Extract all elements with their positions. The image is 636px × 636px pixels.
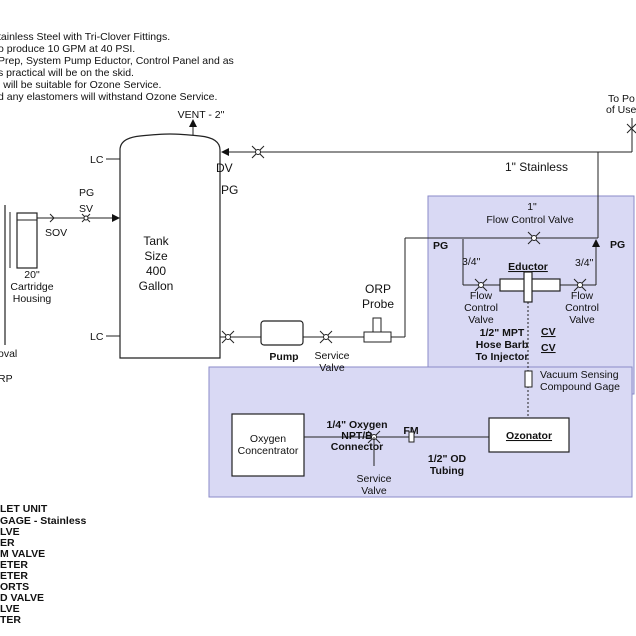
return-valve (626, 123, 636, 134)
fcv-top-label: Flow Control Valve (486, 214, 573, 226)
fm-label: FM (403, 425, 418, 437)
connector-label: NPT/B (341, 430, 373, 442)
orp-probe-body (363, 331, 392, 343)
vacuum-label: Compound Gage (540, 381, 620, 393)
tubing-label: 1/2" OD (428, 453, 467, 465)
fcv-right-valve (573, 278, 587, 292)
legend-item: ORTS (0, 581, 29, 593)
ozonator-label: Ozonator (506, 430, 552, 442)
cv1-label: CV (541, 326, 556, 338)
oxygen-concentrator (231, 413, 305, 477)
legend-item: ETER (0, 559, 28, 571)
fcv-left-valve (474, 278, 488, 292)
tank-label: 400 (146, 264, 166, 278)
tank-label: Tank (143, 234, 169, 248)
legend-item: GAGE - Stainless (0, 515, 87, 527)
service-valve-1-label: Valve (319, 362, 345, 374)
pg-eductor-left-label: PG (433, 240, 448, 252)
vacuum-label: Vacuum Sensing (540, 369, 619, 381)
orp-label: ORP (365, 282, 391, 296)
fcv-right-label: Valve (569, 314, 595, 326)
dv-label: DV (216, 161, 233, 175)
legend-item: ETER (0, 570, 28, 582)
service-valve-1 (319, 330, 333, 344)
service-valve-2-label: Service (356, 473, 391, 485)
rp-label: RP (0, 373, 13, 385)
fcv-top-label: 1" (527, 201, 537, 213)
pg-left-label: PG (79, 187, 94, 199)
note-line: Prep, System Pump Eductor, Control Panel… (0, 55, 234, 67)
sov-valve (49, 213, 55, 223)
service-valve-1-label: Service (314, 350, 349, 362)
mpt-label: Hose Barb (476, 339, 529, 351)
tank (119, 133, 221, 359)
fcv-left-label: Valve (468, 314, 494, 326)
mpt-label: To Injector (476, 351, 529, 363)
tank-label: Gallon (139, 279, 174, 293)
legend-item: LVE (0, 603, 20, 615)
legend-item: LET UNIT (0, 503, 48, 515)
vent-label: VENT - 2" (178, 109, 225, 121)
tank-outlet-valve (221, 330, 235, 344)
vacuum-gage (524, 370, 533, 388)
fcv-top-valve (527, 231, 541, 245)
oxygen-label: Concentrator (238, 445, 299, 457)
lc-top-label: LC (90, 154, 104, 166)
dv-valve (251, 145, 265, 159)
three-quarter-left-label: 3/4" (462, 256, 481, 268)
fcv-left-label: Flow (470, 290, 493, 302)
three-quarter-right-label: 3/4" (575, 257, 594, 269)
stainless-line-label: 1" Stainless (505, 160, 568, 174)
cartridge-housing (16, 212, 38, 269)
sv-valve (81, 213, 91, 223)
note-line: l will be suitable for Ozone Service. (0, 79, 161, 91)
legend-item: D VALVE (0, 592, 44, 604)
orp-label: Probe (362, 297, 394, 311)
note-line: o produce 10 GPM at 40 PSI. (0, 43, 135, 55)
pump (260, 320, 304, 346)
legend-item: ER (0, 537, 15, 549)
lc-bottom-label: LC (90, 331, 104, 343)
note-line: tainless Steel with Tri-Clover Fittings. (0, 31, 170, 43)
legend-item: LVE (0, 526, 20, 538)
connector-label: 1/4" Oxygen (326, 419, 387, 431)
legend-item: TER (0, 614, 21, 626)
to-point-label: To Po (608, 93, 635, 105)
pg-dv-label: PG (221, 183, 238, 197)
to-point-label: of Use (606, 104, 636, 116)
fcv-right-label: Control (565, 302, 599, 314)
sov-label: SOV (45, 227, 67, 239)
ozonator (488, 417, 570, 453)
oval-label: oval (0, 348, 17, 360)
eductor-label: Eductor (508, 261, 548, 273)
mpt-label: 1/2" MPT (480, 327, 525, 339)
tubing-label: Tubing (430, 465, 464, 477)
fcv-left-label: Control (464, 302, 498, 314)
pump-label: Pump (269, 351, 298, 363)
note-line: d any elastomers will withstand Ozone Se… (0, 91, 217, 103)
fcv-right-label: Flow (571, 290, 594, 302)
oxygen-label: Oxygen (250, 433, 286, 445)
cv2-label: CV (541, 342, 556, 354)
flow-meter (408, 431, 415, 443)
tank-label: Size (144, 249, 168, 263)
cartridge-label: 20" (24, 269, 40, 281)
eductor-injector (523, 271, 533, 303)
sv-label: SV (79, 203, 93, 215)
service-valve-2-label: Valve (361, 485, 387, 497)
pg-eductor-right-label: PG (610, 239, 625, 251)
cartridge-label: Cartridge (10, 281, 53, 293)
legend-item: M VALVE (0, 548, 45, 560)
connector-label: Connector (331, 441, 384, 453)
orp-probe-stem (372, 317, 382, 333)
note-line: s practical will be on the skid. (0, 67, 134, 79)
cartridge-label: Housing (13, 293, 52, 305)
